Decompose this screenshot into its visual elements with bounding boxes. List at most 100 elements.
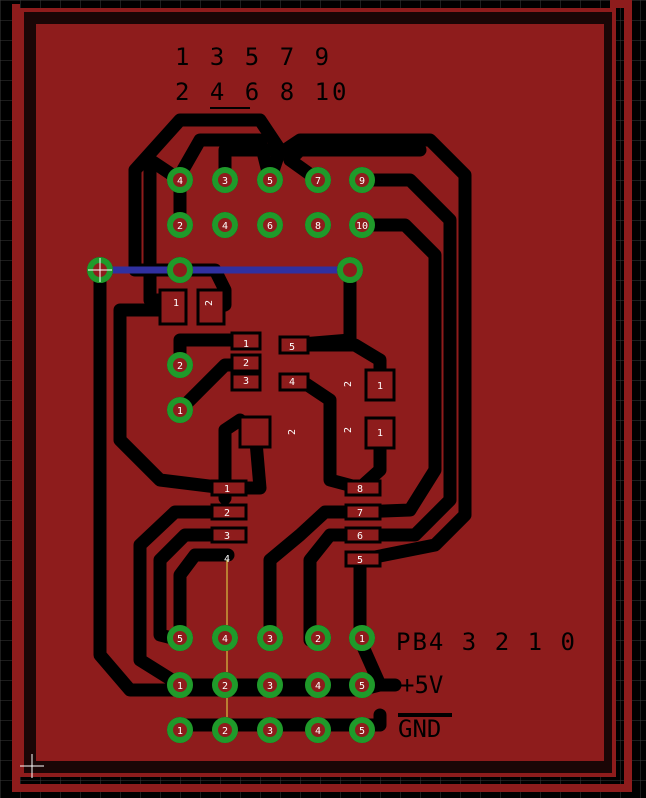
q1-pin3-label: 3: [243, 376, 249, 387]
chip-pin6-label: 6: [357, 531, 363, 542]
io-header-pad-label: 5: [177, 634, 183, 645]
trace: [173, 548, 235, 647]
connector-pad-bottom: 2: [167, 212, 193, 238]
connector-pad-bottom: 6: [257, 212, 283, 238]
power-header-pad-label: 5: [359, 681, 365, 692]
connector-pad-bottom-label: 8: [315, 221, 321, 232]
connector-pad-top: 7: [305, 167, 331, 193]
power-header-pad: 2: [212, 672, 238, 698]
r1-pin2-label: 2: [204, 300, 215, 306]
chip-pin4-label: 4: [224, 554, 230, 565]
power-header-pad: 3: [257, 672, 283, 698]
smd-pad: [210, 526, 248, 544]
board-edge: [12, 0, 632, 792]
smd-pad: [344, 526, 382, 544]
io-header-pad-label: 2: [315, 634, 321, 645]
io-header-pad-label: 3: [267, 634, 273, 645]
r1-pin1-label: 1: [173, 298, 179, 309]
trace: [173, 708, 387, 732]
power-label: +5V: [400, 671, 443, 699]
power-header-pad-label: 1: [177, 681, 183, 692]
connector-pad-top-label: 3: [222, 176, 228, 187]
r2-pin2-label: 2: [343, 381, 354, 387]
connector-pad-bottom-label: 4: [222, 221, 228, 232]
ground-header-pad-label: 3: [267, 726, 273, 737]
r2-pin1b-label: 1: [377, 428, 383, 439]
smd-pad: [230, 331, 262, 351]
jumper-crosshair: [88, 258, 112, 282]
io-header-pad-label: 4: [222, 634, 228, 645]
q1-pin2-label: 2: [243, 358, 249, 369]
smd-pad: [344, 550, 382, 568]
connector-pad-top-label: 5: [267, 176, 273, 187]
connector-pad-bottom-label: 2: [177, 221, 183, 232]
smd-pad: [230, 372, 262, 392]
smd-pad: [210, 479, 248, 497]
power-header-pad-label: 2: [222, 681, 228, 692]
smd-pads: [158, 288, 396, 568]
silkscreen-text: 1 3 5 7 9 2 4 6 8 10 PB4 3 2 1 0 +5V GND: [175, 43, 577, 743]
io-header-pad: 5: [167, 625, 193, 651]
smd-pad: [364, 416, 396, 450]
ground-header-pad: 3: [257, 717, 283, 743]
smd-pad: [158, 288, 188, 326]
ground-header-pad-label: 1: [177, 726, 183, 737]
through-hole-pads: 4 3 5 7 9 2 4 6 8 10 5 4 3 2 1 1 2 3 4 5 1 2 3 4 5 2 1: [87, 167, 375, 743]
smd-pad: [210, 503, 248, 521]
q1-pin1-label: 1: [243, 339, 249, 350]
chip-pin5-label: 5: [357, 555, 363, 566]
smd-pad: [344, 503, 382, 521]
power-header-pad: 4: [305, 672, 331, 698]
trace: [283, 143, 427, 187]
trace: [113, 303, 232, 495]
power-header-pad: 1: [167, 672, 193, 698]
smd-pad: [196, 288, 226, 326]
trace: [353, 218, 442, 519]
power-header-pad: 5: [349, 672, 375, 698]
connector-pad-top-label: 9: [359, 176, 365, 187]
r2-pin1-label: 1: [377, 381, 383, 392]
smd-labels: 1 2 1 2 3 5 4 2 2 2 1 1 1 2 3 4 8 7 6 5: [173, 298, 383, 566]
side-pad-lower: 1: [167, 397, 193, 423]
ground-header-pad-label: 4: [315, 726, 321, 737]
io-header-pad: 2: [305, 625, 331, 651]
chip-pin3-label: 3: [224, 531, 230, 542]
chip-pin1-label: 1: [224, 484, 230, 495]
side-pad-upper-label: 2: [177, 361, 183, 372]
ground-header-pad-label: 2: [222, 726, 228, 737]
q1-pin5-label: 5: [289, 342, 295, 353]
connector-pad-bottom: 8: [305, 212, 331, 238]
connector-pad-bottom: 4: [212, 212, 238, 238]
io-header-pad-label: 1: [359, 634, 365, 645]
header-even-pins: 2 4 6 8 10: [175, 78, 350, 106]
ground-header-pad: 2: [212, 717, 238, 743]
chip-pin8-label: 8: [357, 484, 363, 495]
connector-pad-top: 5: [257, 167, 283, 193]
ground-header-pad: 1: [167, 717, 193, 743]
io-header-pad: 1: [349, 625, 375, 651]
port-row-label: PB4 3 2 1 0: [396, 628, 577, 656]
smd-pad: [230, 353, 262, 373]
connector-pad-top-label: 7: [315, 176, 321, 187]
connector-pad-bottom: 10: [349, 212, 375, 238]
smd-pad: [364, 368, 396, 402]
trace: [218, 133, 472, 567]
connector-pad-bottom-label: 6: [267, 221, 273, 232]
ground-header-pad: 5: [349, 717, 375, 743]
io-header-pad: 4: [212, 625, 238, 651]
trace: [133, 505, 237, 692]
jumper-pad-middle: [167, 257, 193, 283]
origin-crosshair: [20, 754, 44, 778]
side-pad-lower-label: 1: [177, 406, 183, 417]
power-header-pad-label: 4: [315, 681, 321, 692]
trace: [263, 505, 367, 647]
connector-pad-top: 4: [167, 167, 193, 193]
chip-pin2-label: 2: [224, 508, 230, 519]
connector-pad-top: 3: [212, 167, 238, 193]
smd-pad: [344, 479, 382, 497]
connector-pad-bottom-label: 10: [356, 221, 368, 232]
smd-pad: [278, 372, 310, 392]
jumper-pad-right: [337, 257, 363, 283]
smd-pad: [278, 335, 310, 355]
